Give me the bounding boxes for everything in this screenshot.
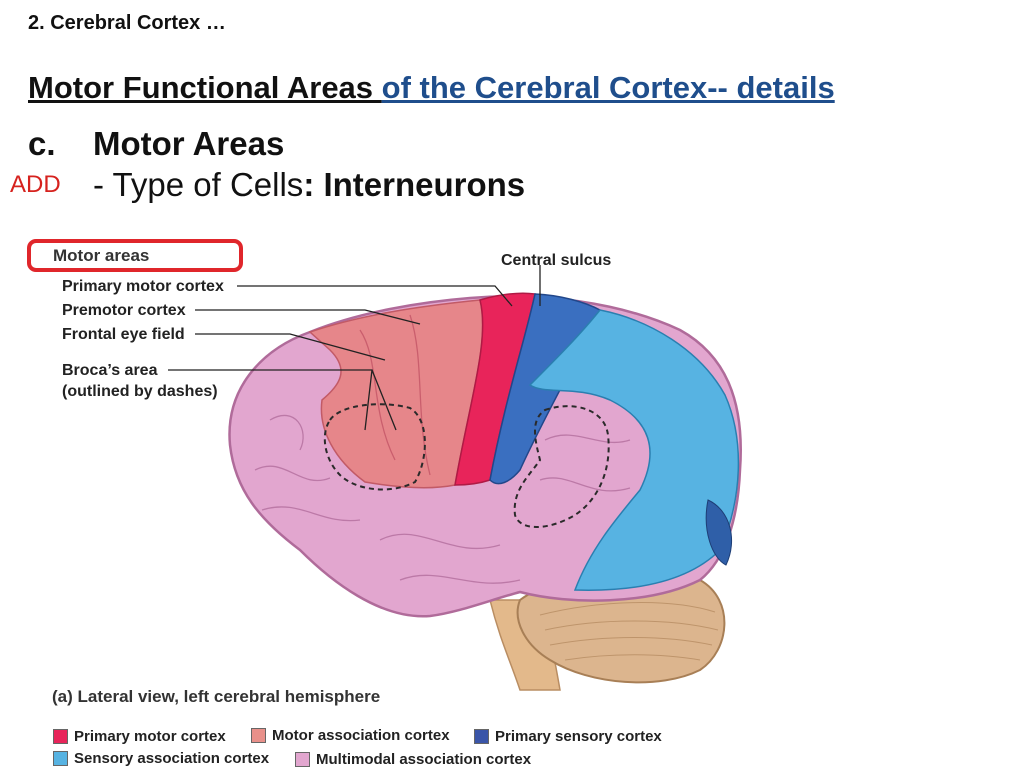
motor-areas-highlight-box	[27, 239, 243, 272]
cell-type-line: - Type of Cells: Interneurons	[93, 166, 525, 204]
legend-swatch	[295, 752, 310, 767]
legend-label: Sensory association cortex	[74, 750, 270, 767]
label-frontal-eye-field: Frontal eye field	[62, 326, 185, 343]
label-central-sulcus: Central sulcus	[501, 252, 612, 269]
legend-label: Primary motor cortex	[74, 728, 226, 745]
figure-caption: (a) Lateral view, left cerebral hemisphe…	[52, 687, 381, 706]
leader-broca	[168, 369, 397, 431]
legend-swatch	[53, 729, 68, 744]
brain-figure: Motor areas Central sulcus Primary motor…	[0, 220, 1024, 768]
legend-item-motor-association: Motor association cortex	[251, 727, 450, 744]
motor-areas-title: Motor areas	[53, 246, 150, 265]
label-primary-motor-cortex: Primary motor cortex	[62, 278, 224, 295]
leader-primary-motor	[237, 285, 513, 307]
legend-item-primary-motor: Primary motor cortex	[53, 728, 226, 745]
legend-swatch	[474, 729, 489, 744]
legend-label: Primary sensory cortex	[495, 728, 662, 745]
legend-swatch	[53, 751, 68, 766]
cell-type-value: : Interneurons	[303, 166, 526, 203]
broca-outline	[323, 403, 426, 491]
subheading-text: Motor Areas	[93, 125, 285, 162]
premotor-region	[308, 299, 484, 489]
legend-swatch	[251, 728, 266, 743]
legend-label: Multimodal association cortex	[316, 751, 532, 768]
label-brocas-area-note: (outlined by dashes)	[62, 383, 218, 400]
visual-pole	[705, 499, 733, 566]
title-part-1: Motor Functional Areas	[28, 70, 382, 105]
leader-premotor	[195, 309, 421, 325]
breadcrumb: 2. Cerebral Cortex …	[28, 12, 226, 34]
cell-type-prefix: - Type of Cells	[93, 166, 304, 203]
title-part-2: of the Cerebral Cortex-- details	[381, 70, 835, 105]
leader-frontal-eye	[195, 333, 386, 361]
brain-illustration	[168, 265, 742, 691]
subheading-letter: c.	[28, 125, 56, 162]
legend-item-sensory-association: Sensory association cortex	[53, 750, 269, 767]
label-premotor-cortex: Premotor cortex	[62, 302, 186, 319]
legend-item-primary-sensory: Primary sensory cortex	[474, 728, 662, 745]
label-brocas-area: Broca’s area	[62, 362, 158, 379]
add-note: ADD	[10, 171, 61, 198]
page-title: Motor Functional Areas of the Cerebral C…	[28, 70, 835, 106]
legend-label: Motor association cortex	[272, 727, 450, 744]
sensory-association	[528, 309, 740, 591]
legend-item-multimodal-association: Multimodal association cortex	[295, 751, 531, 768]
wernicke-outline	[513, 405, 610, 528]
